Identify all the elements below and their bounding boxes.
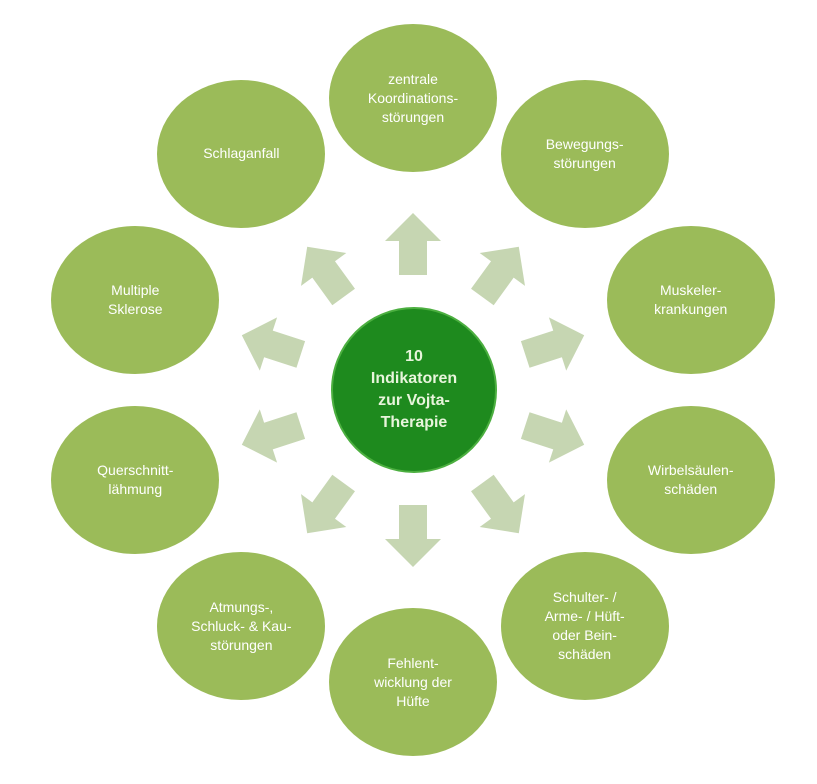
node-muskelerkrankungen: Muskeler- krankungen <box>606 225 775 374</box>
node-bewegungsstoerungen: Bewegungs- störungen <box>500 79 669 228</box>
arrow-icon <box>471 474 525 534</box>
arrow-icon <box>241 317 306 371</box>
arrow-icon <box>471 246 525 306</box>
arrow-icon <box>385 505 441 567</box>
node-wirbelsaeulenschaeden: Wirbelsäulen- schäden <box>606 406 775 555</box>
node-multiple-sklerose: Multiple Sklerose <box>51 225 220 374</box>
node-querschnittlaehmung: Querschnitt- lähmung <box>51 406 220 555</box>
arrow-icon <box>385 213 441 275</box>
node-schlaganfall: Schlaganfall <box>157 79 326 228</box>
arrow-icon <box>301 474 355 534</box>
node-schulter-arm-huefte-bein: Schulter- / Arme- / Hüft- oder Bein- sch… <box>500 552 669 701</box>
arrow-icon <box>301 246 355 306</box>
node-fehlentwicklung-huefte: Fehlent- wicklung der Hüfte <box>329 608 497 756</box>
arrow-icon <box>520 409 585 463</box>
node-atmung-schluck-kau: Atmungs-, Schluck- & Kau- störungen <box>157 552 326 701</box>
arrow-icon <box>241 409 306 463</box>
center-circle: 10 Indikatoren zur Vojta- Therapie <box>331 307 497 473</box>
node-zentrale-koordinationsstoerungen: zentrale Koordinations- störungen <box>329 24 497 172</box>
arrow-icon <box>520 317 585 371</box>
